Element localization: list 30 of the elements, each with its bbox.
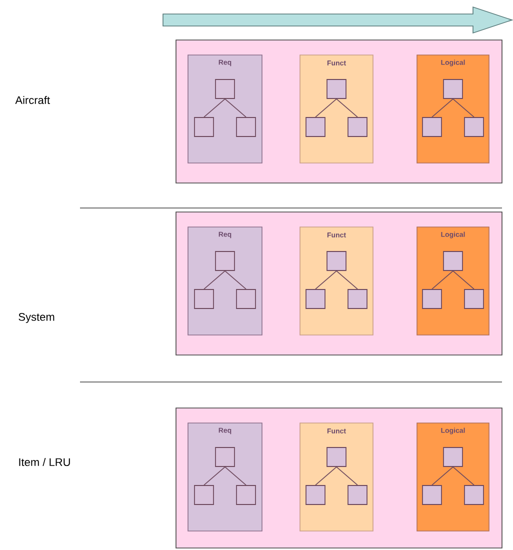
element-box — [422, 485, 442, 505]
element-box — [236, 117, 256, 137]
element-box — [422, 289, 442, 309]
element-box — [215, 79, 235, 99]
element-box — [215, 251, 235, 271]
element-box — [443, 447, 463, 467]
element-box — [348, 289, 368, 309]
element-box — [348, 485, 368, 505]
element-box — [194, 485, 214, 505]
element-box — [306, 289, 326, 309]
row-label: Item / LRU — [19, 458, 70, 466]
element-box — [326, 251, 346, 271]
element-box — [306, 117, 326, 137]
element-box — [326, 79, 346, 99]
element-box — [464, 485, 484, 505]
element-box — [236, 485, 256, 505]
element-box — [194, 117, 214, 137]
element-box — [348, 117, 368, 137]
element-box — [464, 117, 484, 137]
element-box — [443, 79, 463, 99]
element-box — [443, 251, 463, 271]
row-label: System — [18, 313, 54, 323]
element-box — [194, 289, 214, 309]
element-box — [215, 447, 235, 467]
element-box — [236, 289, 256, 309]
row-label: Aircraft — [15, 96, 50, 104]
element-box — [422, 117, 442, 137]
element-box — [326, 447, 346, 467]
element-box — [464, 289, 484, 309]
element-box — [306, 485, 326, 505]
